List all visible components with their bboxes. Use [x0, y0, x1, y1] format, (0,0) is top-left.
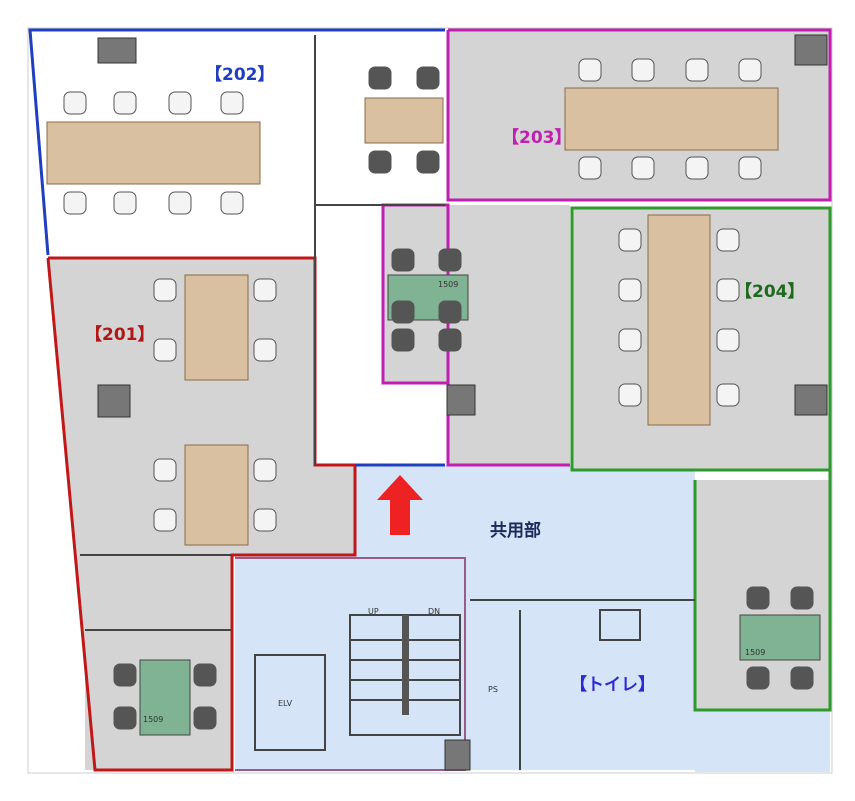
chair-icon: [153, 458, 177, 482]
chair-icon: [168, 191, 192, 215]
chair-icon: [113, 91, 137, 115]
column: [97, 384, 131, 418]
common-area-label: 共用部: [490, 520, 541, 541]
chair-icon: [153, 508, 177, 532]
stairs-down-label: DN: [428, 607, 440, 616]
chair-icon: [618, 228, 642, 252]
chair-icon: [253, 338, 277, 362]
stair-rail: [402, 615, 409, 715]
chair-icon: [685, 156, 709, 180]
chair-icon: [391, 300, 415, 324]
stairs-area: [235, 555, 470, 770]
meeting-table-201-label: 1509: [143, 715, 163, 724]
chair-icon: [193, 706, 217, 730]
chair-icon: [113, 663, 137, 687]
meeting-table-right-label: 1509: [745, 648, 765, 657]
chair-icon: [738, 156, 762, 180]
chair-icon: [716, 383, 740, 407]
chair-icon: [438, 300, 462, 324]
chair-icon: [113, 191, 137, 215]
column: [446, 384, 476, 416]
room-204-border: [570, 206, 832, 472]
chair-icon: [168, 91, 192, 115]
chair-icon: [746, 586, 770, 610]
ps-label: PS: [488, 685, 498, 694]
right-middle-room-area: [695, 480, 830, 565]
chair-icon: [416, 66, 440, 90]
desk-block-202: [46, 121, 261, 185]
chair-icon: [368, 66, 392, 90]
chair-icon: [618, 328, 642, 352]
chair-icon: [578, 156, 602, 180]
room-202-border: [28, 28, 445, 256]
column: [794, 34, 828, 66]
room-204-extension-border: [693, 470, 832, 712]
chair-icon: [253, 458, 277, 482]
chair-icon: [193, 663, 217, 687]
toilet-closet: [599, 609, 641, 641]
chair-icon: [738, 58, 762, 82]
chair-icon: [438, 328, 462, 352]
column: [794, 384, 828, 416]
desk-block-204: [647, 214, 711, 426]
chair-icon: [391, 248, 415, 272]
right-lower-area: [695, 710, 830, 772]
table-white-room: [364, 97, 444, 144]
chair-icon: [153, 338, 177, 362]
chair-icon: [716, 328, 740, 352]
chair-icon: [63, 191, 87, 215]
entrance-arrow-icon: [377, 475, 423, 535]
chair-icon: [253, 508, 277, 532]
chair-icon: [153, 278, 177, 302]
elevator-shaft: [254, 654, 326, 751]
meeting-table-center-label: 1509: [438, 280, 458, 289]
chair-icon: [685, 58, 709, 82]
chair-icon: [391, 328, 415, 352]
room-203-border: [446, 28, 832, 202]
column: [444, 739, 471, 771]
room-204-label: 【204】: [735, 281, 805, 302]
chair-icon: [631, 58, 655, 82]
elevator-label: ELV: [278, 699, 293, 708]
desk-block-203: [564, 87, 779, 151]
stairs-up-label: UP: [368, 607, 379, 616]
common-area: [235, 465, 695, 770]
stairs-border: [235, 557, 466, 771]
chair-icon: [631, 156, 655, 180]
meeting-table-201: [139, 659, 191, 736]
chair-icon: [578, 58, 602, 82]
chair-icon: [220, 91, 244, 115]
meeting-table-right: [739, 614, 821, 661]
chair-icon: [746, 666, 770, 690]
chair-icon: [113, 706, 137, 730]
chair-icon: [253, 278, 277, 302]
chair-icon: [790, 586, 814, 610]
toilet-label: 【トイレ】: [570, 674, 655, 695]
room-201-label: 【201】: [85, 324, 155, 345]
chair-icon: [63, 91, 87, 115]
column: [97, 37, 137, 64]
chair-icon: [790, 666, 814, 690]
chair-icon: [716, 278, 740, 302]
chair-icon: [416, 150, 440, 174]
room-203-label: 【203】: [502, 127, 572, 148]
chair-icon: [618, 278, 642, 302]
chair-icon: [438, 248, 462, 272]
chair-icon: [220, 191, 244, 215]
center-gray-area: [448, 205, 570, 465]
desk-block-201-top: [184, 274, 249, 381]
room-202-label: 【202】: [205, 64, 275, 85]
chair-icon: [368, 150, 392, 174]
chair-icon: [716, 228, 740, 252]
chair-icon: [618, 383, 642, 407]
outer-wall: [27, 27, 833, 774]
desk-block-201-bottom: [184, 444, 249, 546]
